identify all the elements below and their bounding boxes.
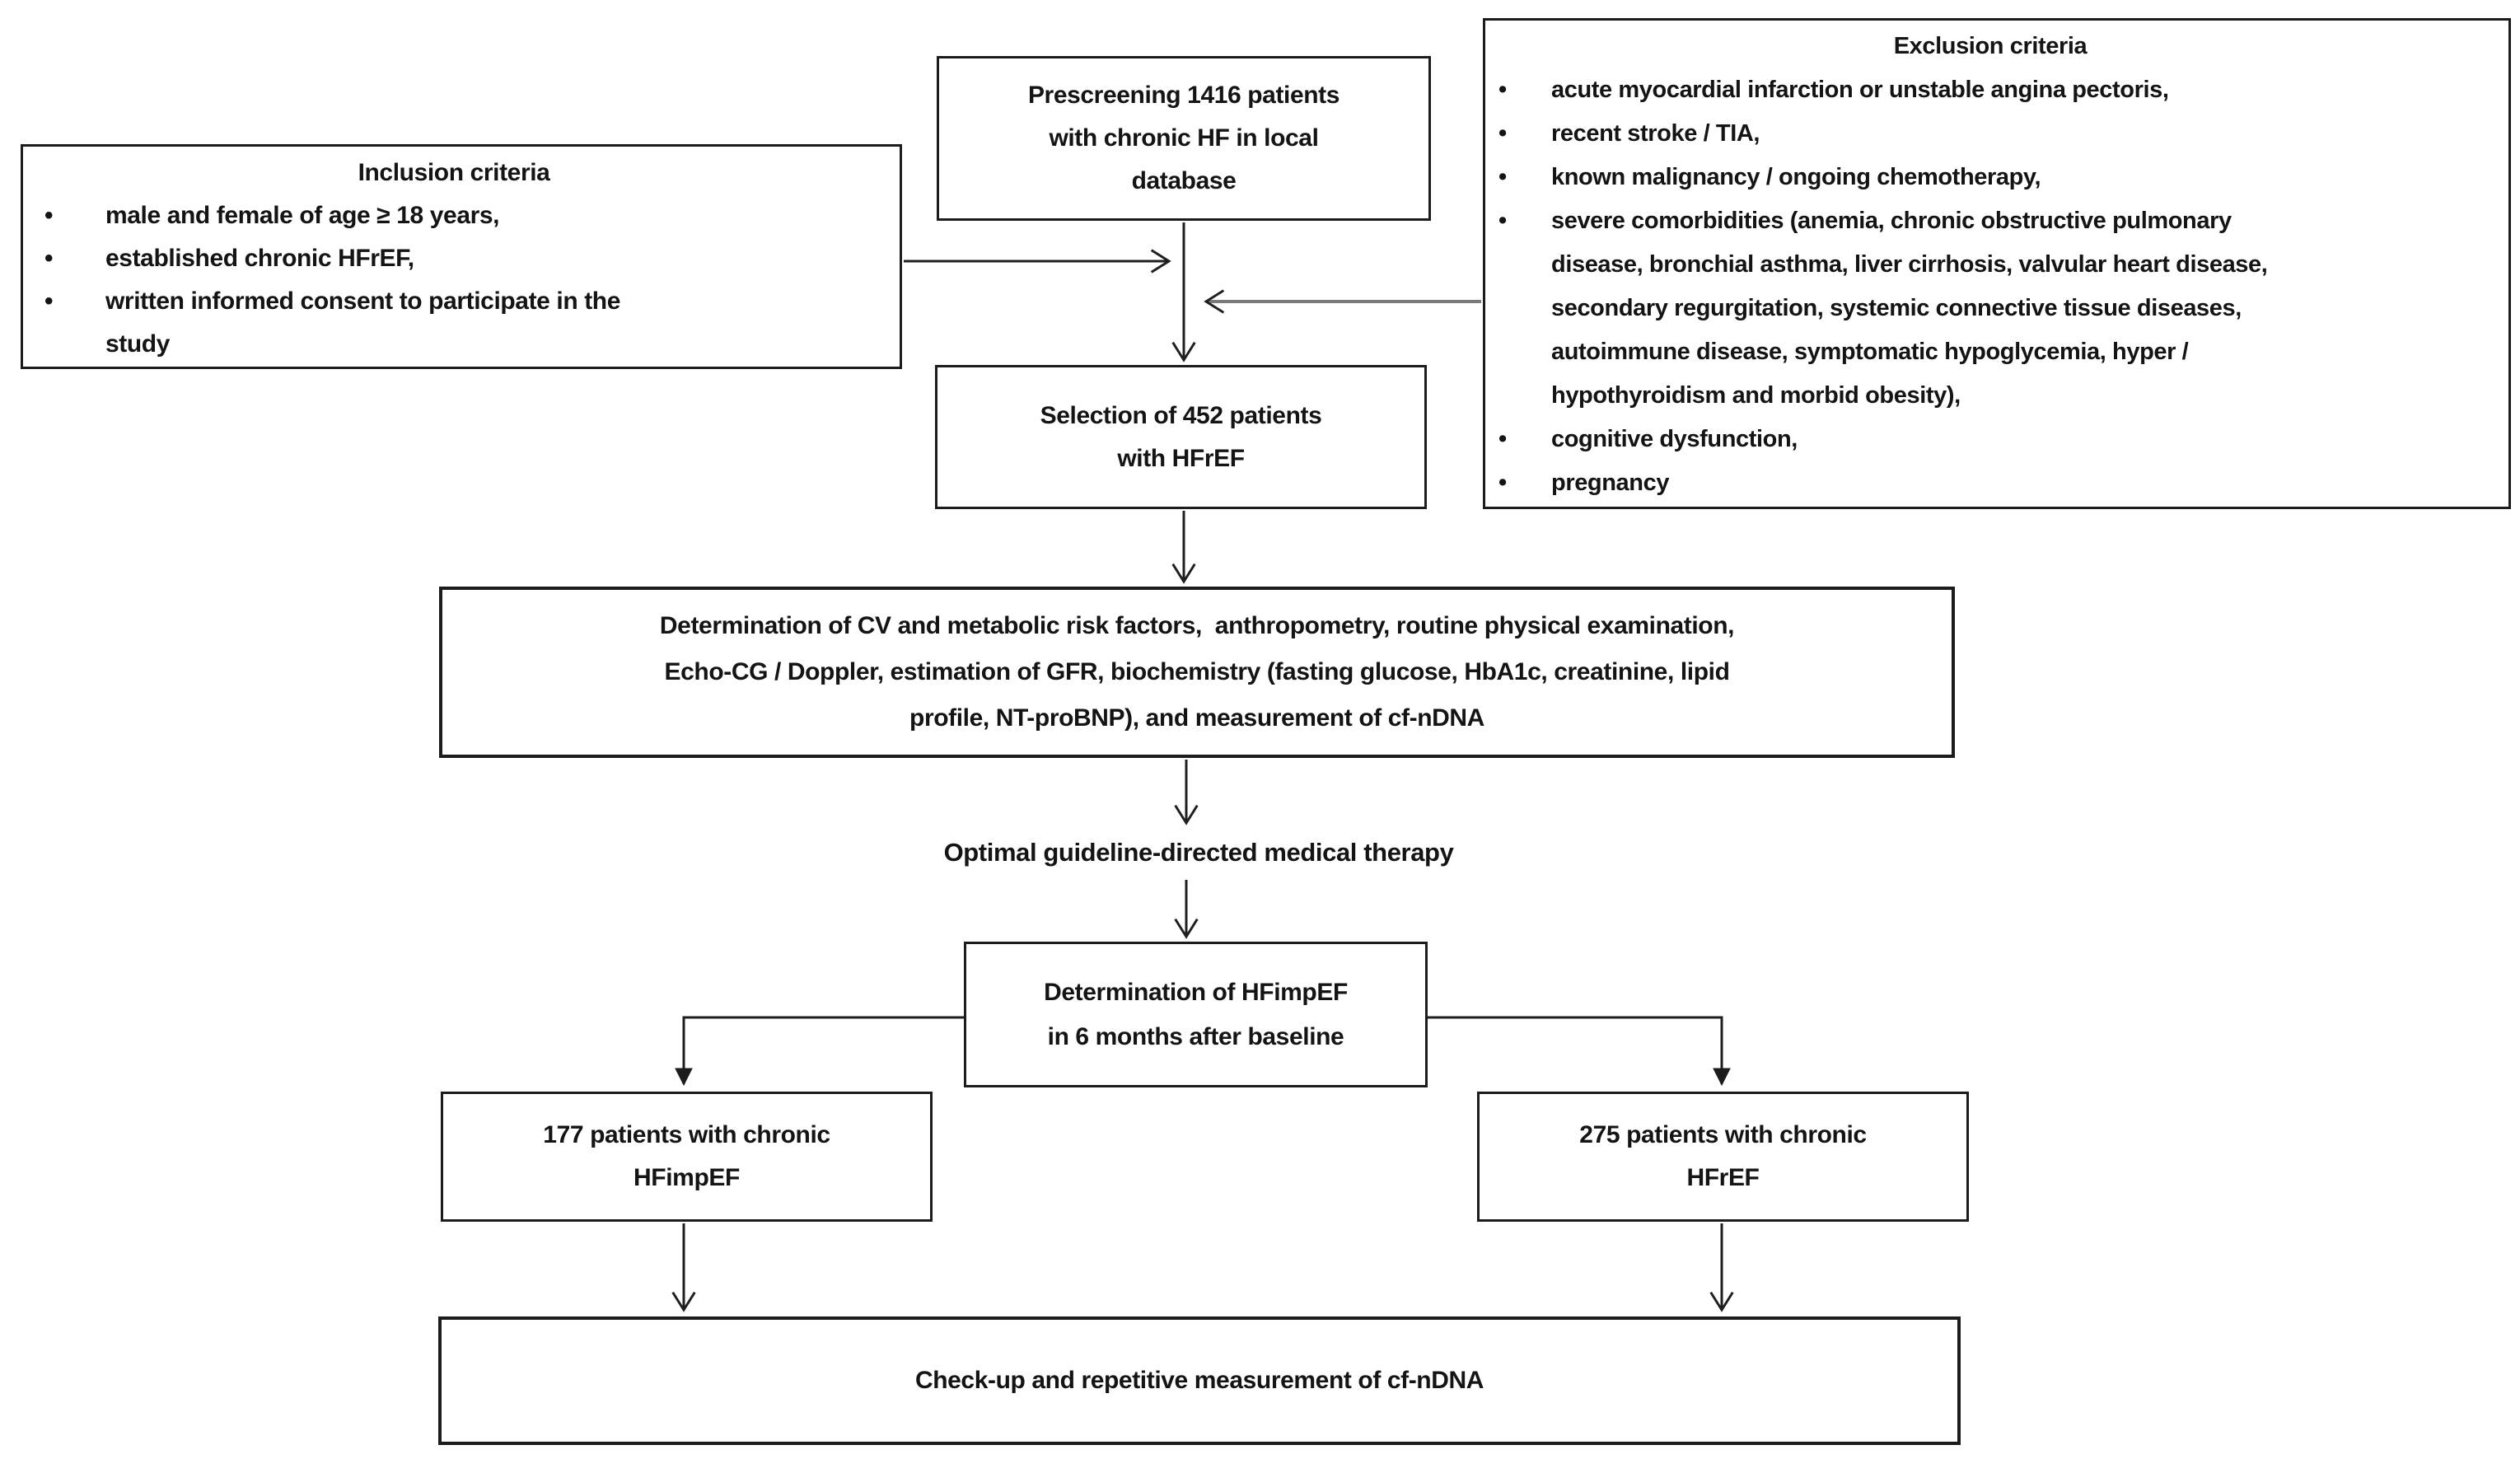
list-item: • known malignancy / ongoing chemotherap…: [1485, 156, 2495, 199]
prescreening-box: Prescreening 1416 patients with chronic …: [937, 56, 1431, 221]
exclusion-criteria-box: Exclusion criteria • acute myocardial in…: [1483, 18, 2511, 509]
hfimpef-group-text: 177 patients with chronic HFimpEF: [543, 1121, 830, 1191]
inclusion-criteria-item: male and female of age ≥ 18 years,: [105, 202, 500, 229]
inclusion-criteria-title: Inclusion criteria: [358, 159, 550, 186]
inclusion-criteria-item: written informed consent to participate …: [105, 288, 620, 358]
bullet-icon: •: [1498, 208, 1507, 234]
followup-determination-text: Determination of HFimpEF in 6 months aft…: [1044, 978, 1348, 1050]
arrow-followup-to-hfref: [1428, 1016, 1731, 1087]
exclusion-criteria-item: severe comorbidities (anemia, chronic ob…: [1551, 208, 2268, 409]
selection-text: Selection of 452 patients with HFrEF: [1040, 401, 1322, 472]
bullet-icon: •: [1498, 470, 1507, 496]
exclusion-criteria-item: pregnancy: [1551, 470, 1670, 496]
list-item: • severe comorbidities (anemia, chronic …: [1485, 199, 2495, 418]
inclusion-criteria-box: Inclusion criteria • male and female of …: [21, 144, 902, 369]
bullet-icon: •: [1498, 426, 1507, 452]
list-item: • pregnancy: [1485, 461, 2495, 505]
arrow-followup-to-hfimpef: [675, 1016, 964, 1087]
bullet-icon: •: [1498, 77, 1507, 103]
baseline-workup-box: Determination of CV and metabolic risk f…: [439, 587, 1955, 758]
bullet-icon: •: [1498, 164, 1507, 190]
checkup-box: Check-up and repetitive measurement of c…: [438, 1316, 1961, 1445]
checkup-text: Check-up and repetitive measurement of c…: [914, 1367, 1484, 1394]
list-item: • recent stroke / TIA,: [1485, 112, 2495, 156]
hfimpef-group-box: 177 patients with chronic HFimpEF: [441, 1092, 933, 1222]
list-item: • acute myocardial infarction or unstabl…: [1485, 68, 2495, 112]
exclusion-criteria-item: acute myocardial infarction or unstable …: [1551, 77, 2169, 103]
followup-determination-box: Determination of HFimpEF in 6 months aft…: [964, 942, 1428, 1087]
exclusion-criteria-title: Exclusion criteria: [1893, 33, 2088, 59]
prescreening-text: Prescreening 1416 patients with chronic …: [1027, 82, 1340, 194]
baseline-workup-text: Determination of CV and metabolic risk f…: [659, 612, 1735, 732]
bullet-icon: •: [44, 245, 54, 272]
exclusion-criteria-item: known malignancy / ongoing chemotherapy,: [1551, 164, 2041, 190]
list-item: • written informed consent to participat…: [23, 280, 885, 366]
inclusion-criteria-item: established chronic HFrEF,: [105, 245, 414, 272]
bullet-icon: •: [44, 202, 54, 229]
list-item: • cognitive dysfunction,: [1485, 418, 2495, 461]
hfref-group-text: 275 patients with chronic HFrEF: [1579, 1121, 1867, 1191]
selection-box: Selection of 452 patients with HFrEF: [935, 365, 1427, 509]
exclusion-criteria-item: cognitive dysfunction,: [1551, 426, 1798, 452]
bullet-icon: •: [1498, 120, 1507, 147]
hfref-group-box: 275 patients with chronic HFrEF: [1477, 1092, 1969, 1222]
therapy-label: Optimal guideline-directed medical thera…: [943, 838, 1454, 867]
exclusion-criteria-item: recent stroke / TIA,: [1551, 120, 1760, 147]
list-item: • established chronic HFrEF,: [23, 237, 885, 280]
bullet-icon: •: [44, 288, 54, 315]
list-item: • male and female of age ≥ 18 years,: [23, 194, 885, 237]
